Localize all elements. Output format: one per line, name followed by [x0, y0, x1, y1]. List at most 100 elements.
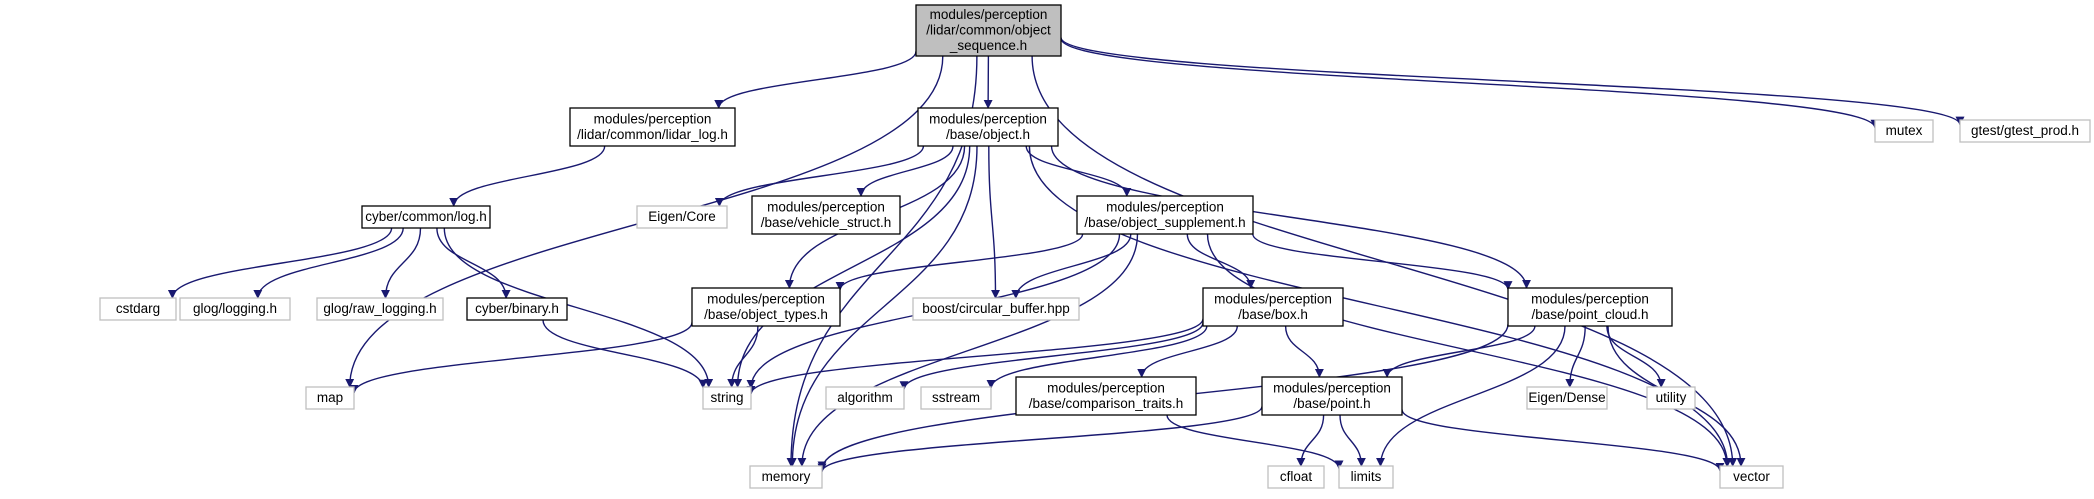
node-limits: limits — [1338, 465, 1394, 489]
node-label-line: Eigen/Core — [648, 209, 716, 224]
node-object-types[interactable]: modules/perception/base/object_types.h — [691, 287, 841, 327]
edge-lidar_log-to-cyber_log — [449, 145, 606, 207]
edge-cyber_log-to-string — [443, 227, 714, 388]
node-label-line: algorithm — [837, 390, 893, 405]
edge-point_cloud-to-eigen_dense — [1565, 325, 1586, 388]
edge-cyber_binary-to-string — [542, 319, 708, 389]
node-memory: memory — [749, 465, 823, 489]
node-point-h[interactable]: modules/perception/base/point.h — [1261, 376, 1403, 416]
edge-cyber_log-to-cstdarg — [167, 227, 393, 299]
node-label-line: cstdarg — [116, 301, 160, 316]
node-label-line: /base/box.h — [1238, 307, 1308, 322]
node-box — [1202, 287, 1344, 327]
edge-object_supplement-to-memory — [797, 233, 1139, 467]
node-glog-raw: glog/raw_logging.h — [316, 297, 444, 321]
node-label-line: /base/point.h — [1293, 396, 1370, 411]
node-object-h[interactable]: modules/perception/base/object.h — [917, 107, 1059, 147]
edge-point_h-to-limits — [1339, 414, 1366, 467]
edge-cyber_log-to-cyber_binary — [436, 227, 511, 299]
node-box — [749, 465, 823, 489]
edge-object_h-to-memory — [787, 145, 978, 467]
node-box — [1267, 465, 1325, 489]
node-cyber-log[interactable]: cyber/common/log.h — [361, 205, 491, 229]
node-label-line: /base/object_types.h — [704, 307, 828, 322]
edge-box_h-to-point_h — [1284, 325, 1324, 378]
node-label-line: limits — [1351, 469, 1382, 484]
node-box — [99, 297, 177, 321]
node-box-h[interactable]: modules/perception/base/box.h — [1202, 287, 1344, 327]
edge-cyber_log-to-glog_raw — [381, 227, 422, 299]
node-label-line: modules/perception — [1531, 291, 1649, 306]
node-lidar-log[interactable]: modules/perception/lidar/common/lidar_lo… — [569, 107, 736, 147]
edge-box_h-to-comparison_traits — [1137, 325, 1238, 378]
edge-point_h-to-vector — [1401, 409, 1725, 472]
node-object-sequence[interactable]: modules/perception/lidar/common/object_s… — [915, 4, 1062, 57]
nodes-layer: modules/perception/lidar/common/object_s… — [99, 4, 2091, 489]
node-object-supplement[interactable]: modules/perception/base/object_supplemen… — [1076, 195, 1254, 235]
node-box — [1646, 386, 1696, 410]
node-cyber-binary[interactable]: cyber/binary.h — [466, 297, 568, 321]
edge-object_types-to-map — [349, 322, 693, 394]
edge-cyber_log-to-glog_logging — [253, 227, 404, 299]
node-box — [1719, 465, 1784, 489]
node-glog-logging: glog/logging.h — [179, 297, 291, 321]
node-box — [917, 107, 1059, 147]
node-label-line: sstream — [932, 390, 980, 405]
edge-point_cloud-to-point_h — [1382, 325, 1536, 378]
node-label-line: cyber/common/log.h — [365, 209, 487, 224]
node-label-line: modules/perception — [594, 111, 712, 126]
node-box — [912, 297, 1080, 321]
node-string: string — [702, 386, 752, 410]
node-boost-cb: boost/circular_buffer.hpp — [912, 297, 1080, 321]
edge-box_h-to-sstream — [986, 325, 1208, 389]
node-label-line: /base/object_supplement.h — [1084, 215, 1245, 230]
node-box — [1076, 195, 1254, 235]
edge-box_h-to-algorithm — [899, 322, 1204, 391]
node-label-line: utility — [1656, 390, 1687, 405]
node-label-line: Eigen/Dense — [1528, 390, 1605, 405]
node-box — [466, 297, 568, 321]
edge-object_supplement-to-object_types — [835, 233, 1084, 291]
node-label-line: map — [317, 390, 343, 405]
node-box — [1526, 386, 1608, 410]
node-label-line: modules/perception — [1106, 199, 1224, 214]
node-box — [305, 386, 355, 410]
node-box — [702, 386, 752, 410]
node-algorithm: algorithm — [825, 386, 905, 410]
edge-object_h-to-vehicle_struct — [856, 145, 954, 197]
node-box — [825, 386, 905, 410]
node-box — [1338, 465, 1394, 489]
node-box — [1959, 119, 2091, 143]
node-label-line: modules/perception — [1273, 380, 1391, 395]
edge-comparison_traits-to-limits — [1166, 414, 1344, 470]
node-label-line: memory — [762, 469, 811, 484]
edge-object_supplement-to-boost_cb — [1011, 233, 1132, 299]
node-box — [1261, 376, 1403, 416]
edge-object_sequence-to-gtest_prod — [1060, 37, 1965, 126]
node-label-line: cfloat — [1280, 469, 1313, 484]
node-vehicle-struct[interactable]: modules/perception/base/vehicle_struct.h — [751, 195, 901, 235]
node-box — [316, 297, 444, 321]
node-box — [691, 287, 841, 327]
node-eigen-dense: Eigen/Dense — [1526, 386, 1608, 410]
node-mutex: mutex — [1874, 119, 1934, 143]
node-comparison-traits[interactable]: modules/perception/base/comparison_trait… — [1015, 376, 1197, 416]
node-label-line: /lidar/common/lidar_log.h — [577, 127, 728, 142]
node-label-line: /lidar/common/object — [926, 23, 1051, 38]
node-point-cloud[interactable]: modules/perception/base/point_cloud.h — [1507, 287, 1673, 327]
node-utility: utility — [1646, 386, 1696, 410]
node-label-line: /base/vehicle_struct.h — [761, 215, 892, 230]
edge-object_h-to-point_cloud — [1050, 145, 1531, 289]
node-label-line: modules/perception — [930, 7, 1048, 22]
node-box — [361, 205, 491, 229]
edge-object_h-to-string — [733, 145, 971, 388]
node-box — [1015, 376, 1197, 416]
node-label-line: modules/perception — [767, 199, 885, 214]
node-label-line: gtest/gtest_prod.h — [1971, 123, 2079, 138]
node-label-line: mutex — [1886, 123, 1923, 138]
node-box — [751, 195, 901, 235]
node-label-line: modules/perception — [929, 111, 1047, 126]
node-box — [1507, 287, 1673, 327]
node-box — [569, 107, 736, 147]
